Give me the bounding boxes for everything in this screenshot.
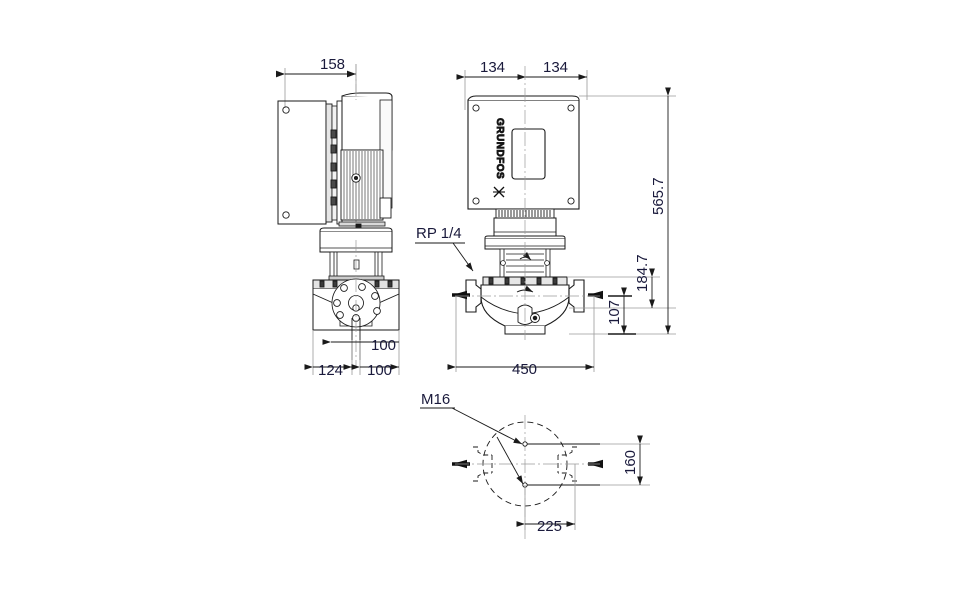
- side-motor-fins: [340, 149, 392, 221]
- dim-port-offset-text: 100: [371, 337, 396, 354]
- callout-m16: [420, 407, 524, 485]
- dim-158-text: 158: [320, 56, 345, 73]
- callout-rp14: [415, 242, 474, 272]
- dim-450-text: 450: [512, 361, 537, 378]
- dim-184-text: 184.7: [634, 254, 651, 292]
- callout-rp14-text: RP 1/4: [416, 225, 462, 242]
- front-elevation-view: GRUNDFOS: [415, 66, 676, 372]
- plan-view: [420, 407, 650, 540]
- front-vertical-dims: [567, 87, 676, 335]
- dim-base-left-text: 124: [318, 362, 343, 379]
- dim-225: [516, 464, 576, 530]
- dim-160-text: 160: [622, 450, 639, 475]
- dim-160: [600, 435, 650, 486]
- dim-134-left-text: 134: [480, 59, 505, 76]
- brand-text: GRUNDFOS: [494, 118, 505, 179]
- side-elevation-view: [276, 64, 400, 375]
- front-brand-logo: GRUNDFOS: [493, 118, 505, 198]
- front-control-box: [467, 95, 580, 210]
- callout-m16-text: M16: [421, 391, 450, 408]
- plan-flanges: [473, 446, 577, 482]
- dim-107-text: 107: [606, 300, 623, 325]
- front-vent-grille: [495, 208, 555, 219]
- side-connector-tabs: [330, 129, 337, 206]
- dim-225-text: 225: [537, 518, 562, 535]
- dim-base-right-text: 100: [367, 362, 392, 379]
- plan-body-rails: [525, 443, 600, 486]
- side-coupling-spacer: [328, 251, 385, 281]
- dim-565-text: 565.7: [650, 177, 667, 215]
- side-lower-dims: [304, 330, 400, 375]
- grundfos-mark-icon: [493, 186, 505, 198]
- dim-134-right-text: 134: [543, 59, 568, 76]
